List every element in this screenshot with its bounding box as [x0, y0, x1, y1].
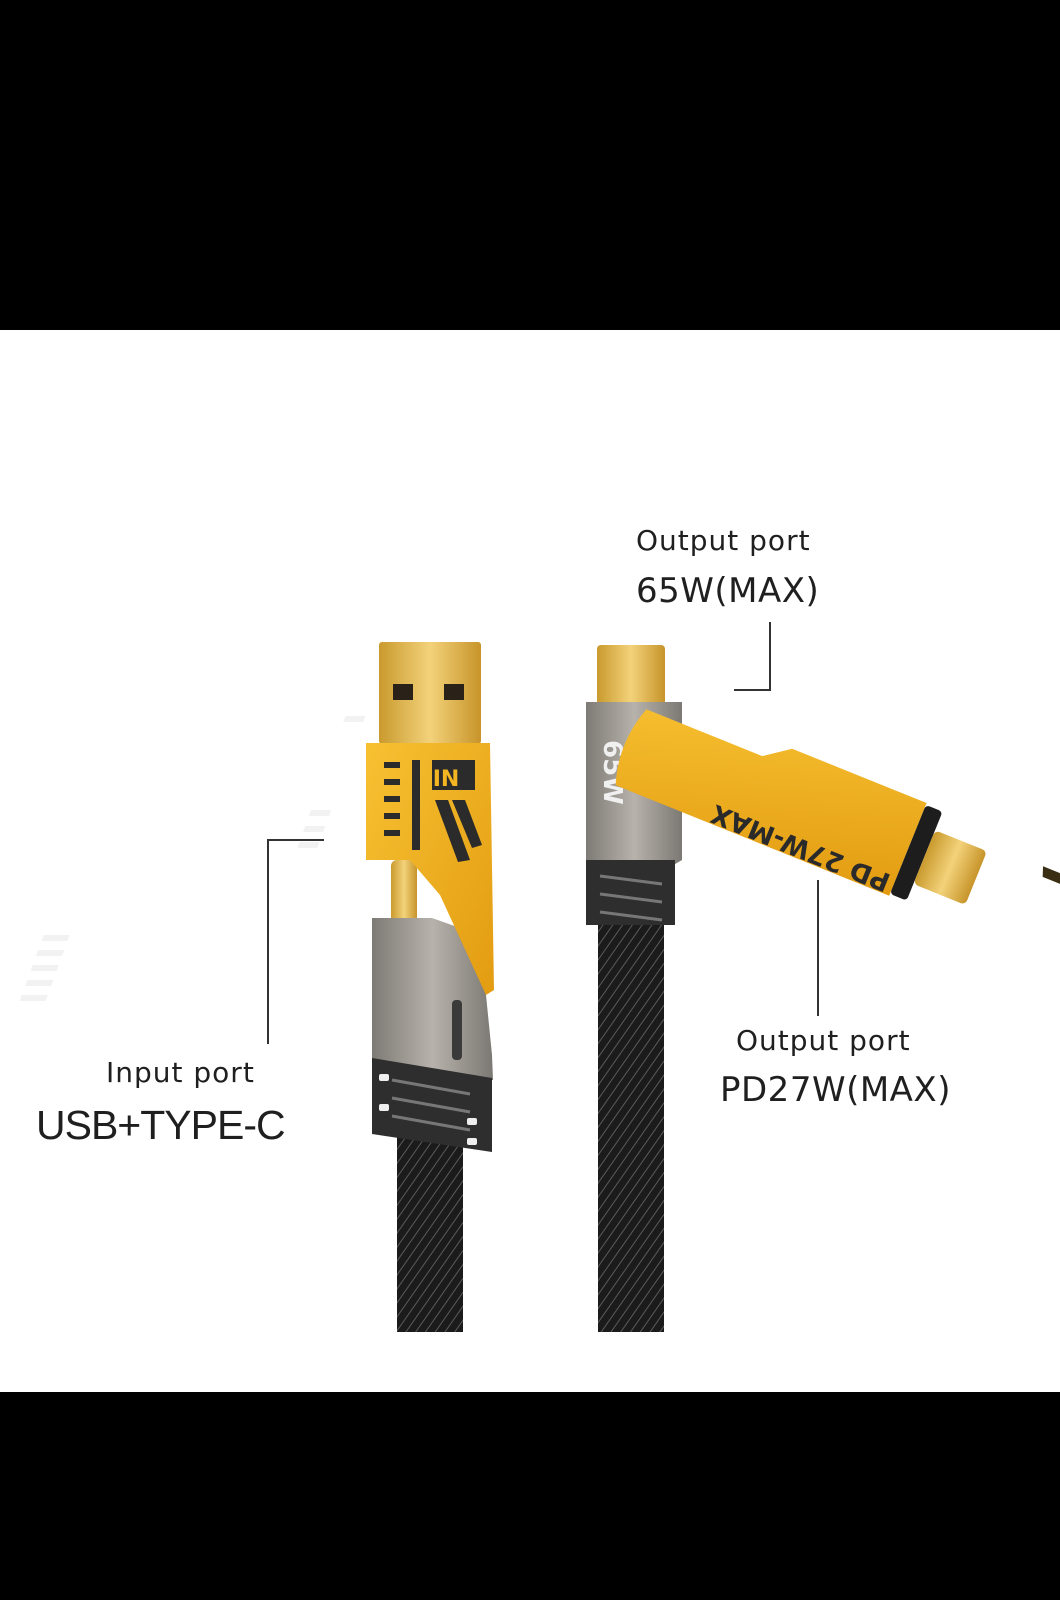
left-grey-stripes	[19, 935, 70, 1001]
usb-a-hole-2	[444, 684, 464, 700]
output-top-title: Output port	[636, 524, 811, 557]
right-type-c-plug	[597, 645, 665, 709]
leader-lines	[267, 622, 819, 1044]
output-side-title: Output port	[736, 1024, 911, 1057]
left-connector: IN	[19, 642, 494, 1332]
leader-line-top	[734, 622, 771, 691]
output-side-value: PD27W(MAX)	[720, 1070, 951, 1110]
yellow-plug-tip	[914, 831, 986, 904]
left-yellow-stripes	[384, 760, 482, 862]
yellow-plug-collar	[891, 806, 942, 900]
input-value: USB+TYPE-C	[36, 1102, 286, 1148]
top-black-band	[0, 0, 1060, 330]
left-type-c-plug	[391, 860, 417, 930]
leader-line-input	[267, 839, 324, 1044]
left-logo-mark: IN	[433, 767, 460, 792]
left-grey-housing	[372, 918, 493, 1080]
bottom-black-band	[0, 1392, 1060, 1600]
usb-a-hole-1	[393, 684, 413, 700]
usb-a-plug	[379, 642, 481, 744]
yellow-plug-body	[615, 709, 927, 896]
output-top-value: 65W(MAX)	[636, 571, 820, 611]
right-cable-body	[598, 920, 664, 1332]
input-title: Input port	[106, 1056, 255, 1089]
